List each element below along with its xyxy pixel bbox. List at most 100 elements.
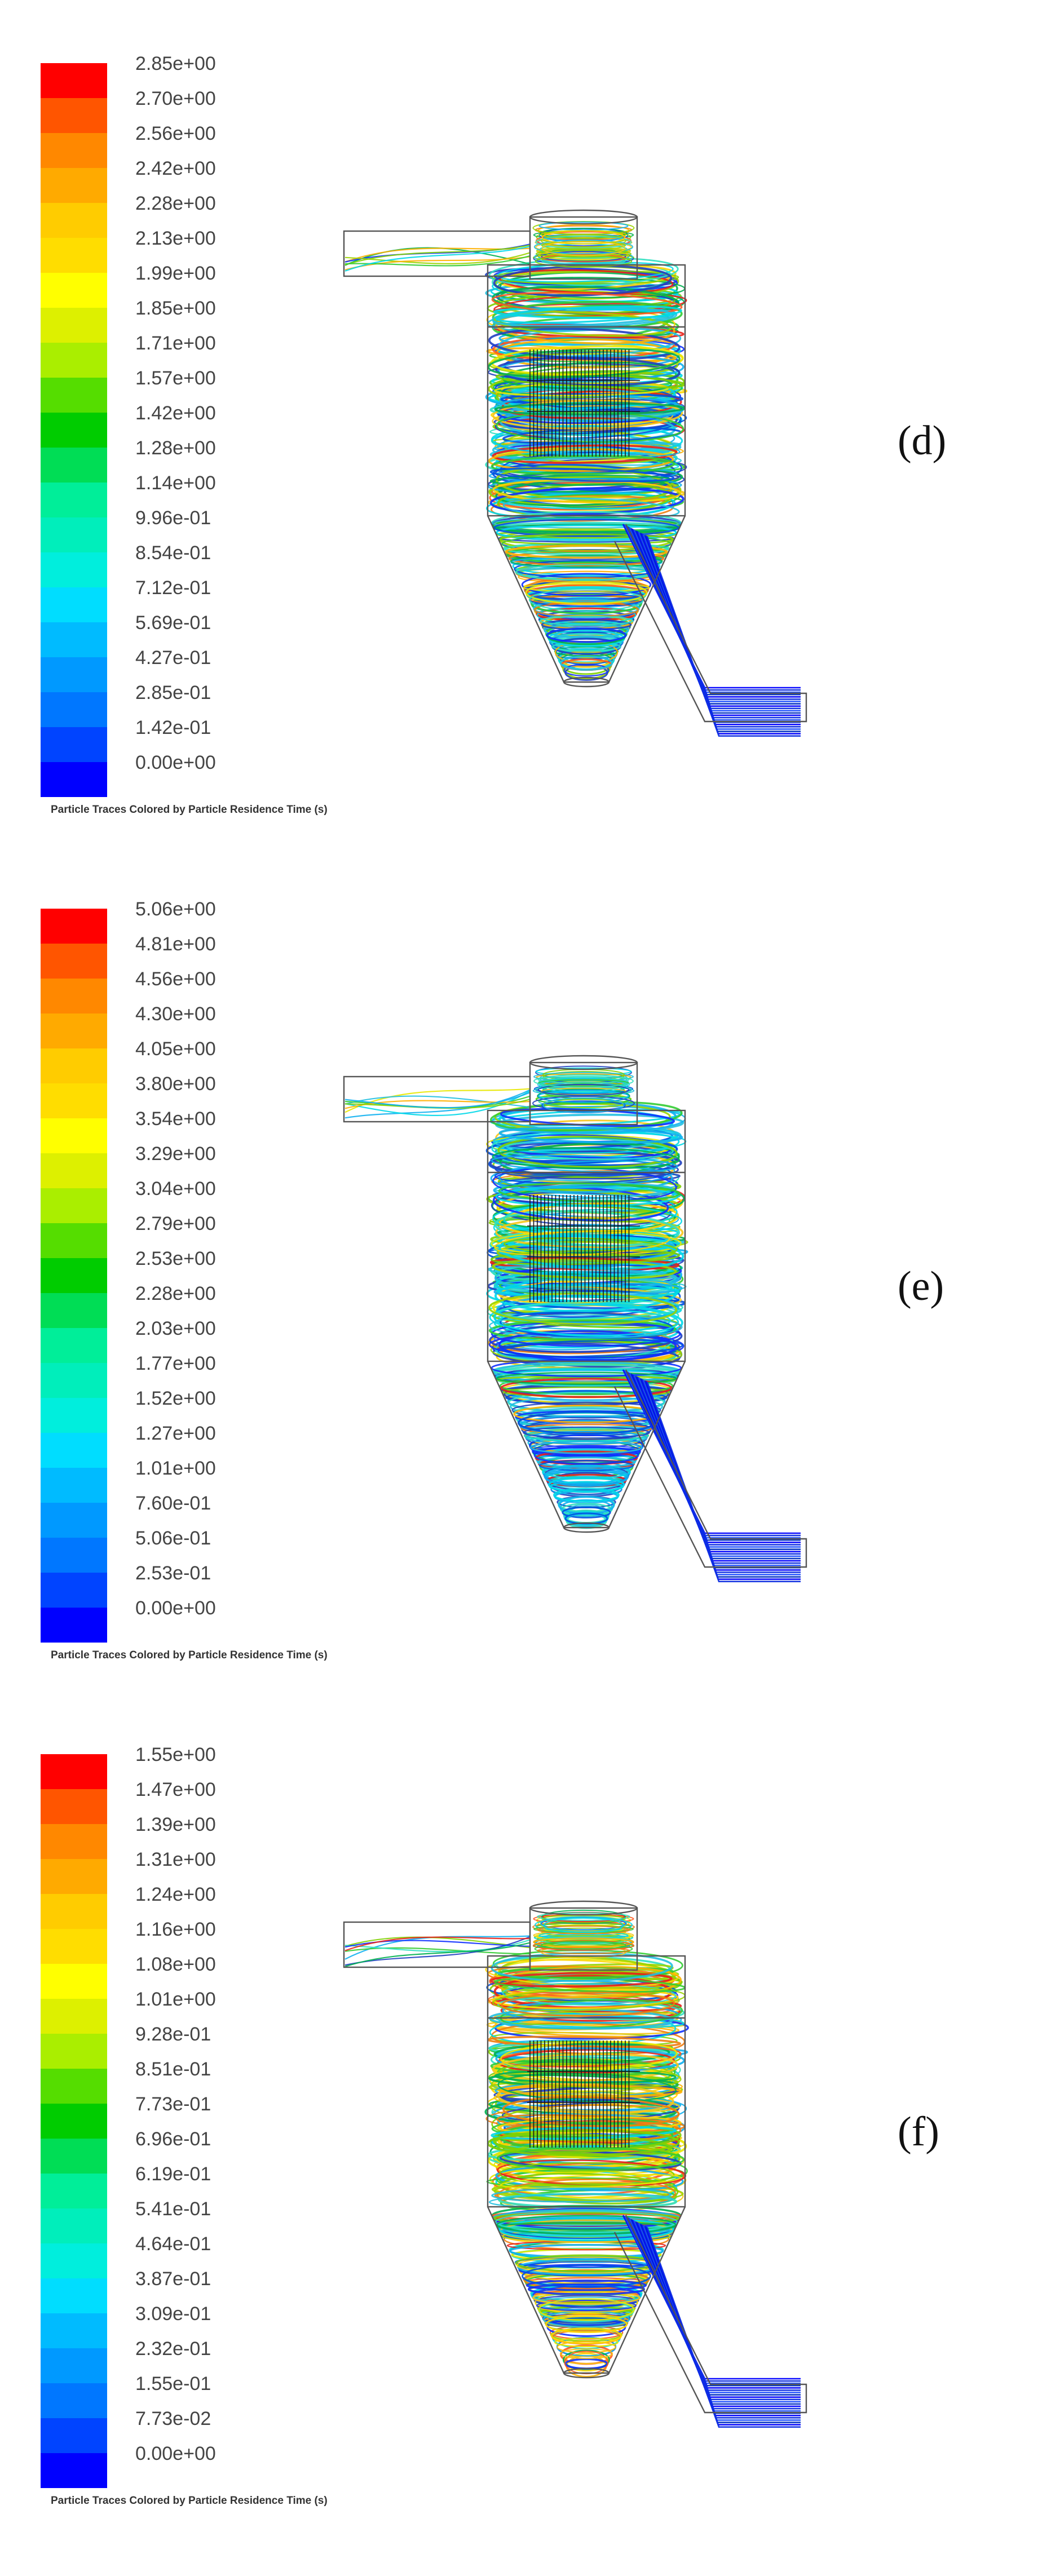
- colorbar-segment: [41, 1153, 107, 1188]
- colorbar-tick-label: 9.96e-01: [135, 507, 211, 529]
- colorbar-segment: [41, 1929, 107, 1964]
- colorbar-tick-label: 7.73e-01: [135, 2093, 211, 2115]
- colorbar-segment: [41, 413, 107, 448]
- colorbar-segment: [41, 1573, 107, 1608]
- trace-layer: [344, 1065, 801, 1582]
- colorbar-tick-label: 2.42e+00: [135, 158, 216, 179]
- colorbar-segment: [41, 2313, 107, 2348]
- colorbar-tick-label: 2.13e+00: [135, 228, 216, 249]
- cyclone-outline: [343, 1900, 807, 2414]
- colorbar-tick-label: 5.06e-01: [135, 1528, 211, 1549]
- colorbar-tick-label: 1.85e+00: [135, 298, 216, 319]
- colorbar-tick-label: 3.54e+00: [135, 1108, 216, 1130]
- figure-caption: Particle Traces Colored by Particle Resi…: [51, 1649, 328, 1661]
- colorbar-tick-label: 7.60e-01: [135, 1493, 211, 1514]
- colorbar-tick-label: 7.12e-01: [135, 577, 211, 599]
- colorbar-segment: [41, 657, 107, 692]
- colorbar-tick-label: 1.27e+00: [135, 1423, 216, 1444]
- colorbar-tick-label: 0.00e+00: [135, 2443, 216, 2464]
- colorbar-tick-label: 1.55e+00: [135, 1744, 216, 1765]
- panel-label: (f): [898, 2109, 939, 2155]
- colorbar-segment: [41, 1118, 107, 1153]
- colorbar-tick-label: 1.39e+00: [135, 1814, 216, 1835]
- colorbar-segment: [41, 168, 107, 203]
- colorbar-tick-label: 1.01e+00: [135, 1458, 216, 1479]
- colorbar-tick-label: 1.31e+00: [135, 1849, 216, 1870]
- colorbar-tick-label: 2.32e-01: [135, 2338, 211, 2360]
- colorbar-tick-label: 2.28e+00: [135, 193, 216, 214]
- colorbar-legend: 5.06e+004.81e+004.56e+004.30e+004.05e+00…: [41, 898, 216, 1643]
- colorbar-segment: [41, 1328, 107, 1363]
- cyclone-outline: [343, 1055, 807, 1568]
- colorbar-tick-label: 2.79e+00: [135, 1213, 216, 1234]
- colorbar-segment: [41, 273, 107, 308]
- colorbar-segment: [41, 1188, 107, 1223]
- colorbar-tick-label: 3.09e-01: [135, 2303, 211, 2325]
- colorbar-segment: [41, 2104, 107, 2139]
- colorbar-tick-label: 4.05e+00: [135, 1038, 216, 1060]
- colorbar-tick-label: 2.70e+00: [135, 88, 216, 109]
- colorbar-tick-label: 1.52e+00: [135, 1388, 216, 1409]
- colorbar-tick-label: 1.99e+00: [135, 263, 216, 284]
- colorbar-segment: [41, 1433, 107, 1468]
- colorbar-segment: [41, 1013, 107, 1048]
- colorbar-tick-label: 1.77e+00: [135, 1353, 216, 1374]
- colorbar-segment: [41, 2208, 107, 2243]
- colorbar-segment: [41, 98, 107, 133]
- colorbar-segment: [41, 979, 107, 1013]
- colorbar-tick-label: 4.81e+00: [135, 933, 216, 955]
- colorbar-segment: [41, 727, 107, 762]
- colorbar-segment: [41, 483, 107, 517]
- colorbar-tick-label: 2.85e-01: [135, 682, 211, 703]
- colorbar-segment: [41, 1999, 107, 2034]
- trace-layer: [344, 1909, 801, 2428]
- colorbar-tick-label: 5.06e+00: [135, 898, 216, 920]
- colorbar-segment: [41, 1083, 107, 1118]
- colorbar-tick-label: 3.04e+00: [135, 1178, 216, 1200]
- colorbar-segment: [41, 1538, 107, 1573]
- colorbar-segment: [41, 2348, 107, 2383]
- cyclone-particle-traces: [343, 209, 807, 737]
- colorbar-tick-label: 4.64e-01: [135, 2233, 211, 2255]
- colorbar-segment: [41, 1258, 107, 1293]
- colorbar-tick-label: 1.28e+00: [135, 437, 216, 459]
- colorbar-tick-label: 8.54e-01: [135, 542, 211, 564]
- colorbar-tick-label: 6.19e-01: [135, 2163, 211, 2185]
- colorbar-segment: [41, 1608, 107, 1643]
- colorbar-segment: [41, 343, 107, 378]
- colorbar-segment: [41, 1964, 107, 1999]
- colorbar-tick-label: 1.08e+00: [135, 1954, 216, 1975]
- colorbar-tick-label: 1.14e+00: [135, 472, 216, 494]
- colorbar-segment: [41, 2243, 107, 2278]
- figure-caption: Particle Traces Colored by Particle Resi…: [51, 804, 328, 816]
- colorbar-segment: [41, 2069, 107, 2104]
- colorbar-tick-label: 1.71e+00: [135, 333, 216, 354]
- colorbar-segment: [41, 552, 107, 587]
- colorbar-tick-label: 1.42e-01: [135, 717, 211, 738]
- colorbar-segment: [41, 1824, 107, 1859]
- colorbar-tick-label: 5.69e-01: [135, 612, 211, 634]
- colorbar-tick-label: 1.01e+00: [135, 1989, 216, 2010]
- colorbar-tick-label: 2.85e+00: [135, 53, 216, 74]
- panel-label: (d): [898, 418, 947, 464]
- colorbar-tick-label: 0.00e+00: [135, 1597, 216, 1619]
- colorbar-segment: [41, 1223, 107, 1258]
- colorbar-tick-label: 4.27e-01: [135, 647, 211, 669]
- colorbar-segment: [41, 2139, 107, 2174]
- figure-caption: Particle Traces Colored by Particle Resi…: [51, 2495, 328, 2507]
- cyclone-particle-traces: [343, 1900, 807, 2428]
- colorbar-segment: [41, 909, 107, 944]
- colorbar-tick-label: 2.53e-01: [135, 1563, 211, 1584]
- colorbar-tick-label: 2.03e+00: [135, 1318, 216, 1339]
- colorbar-tick-label: 5.41e-01: [135, 2198, 211, 2220]
- colorbar-segment: [41, 944, 107, 979]
- colorbar-segment: [41, 238, 107, 273]
- colorbar-segment: [41, 1363, 107, 1398]
- cyclone-outline: [343, 209, 807, 723]
- colorbar-tick-label: 1.47e+00: [135, 1779, 216, 1800]
- colorbar-segment: [41, 63, 107, 98]
- colorbar-segment: [41, 133, 107, 168]
- colorbar-tick-label: 3.29e+00: [135, 1143, 216, 1165]
